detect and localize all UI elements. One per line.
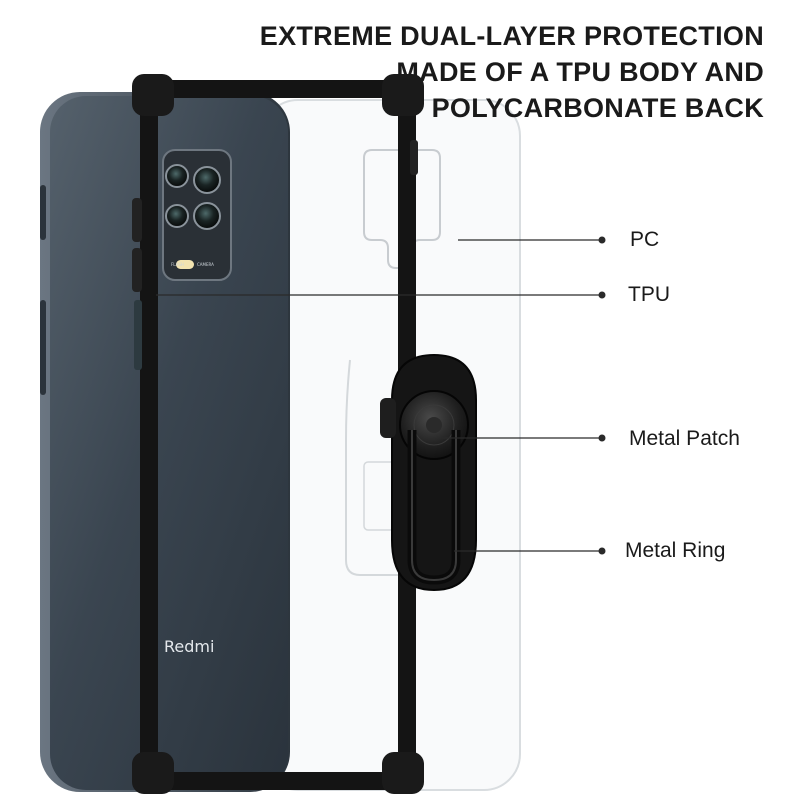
phone-brand-logo: Redmi	[164, 637, 214, 656]
flash-label: FLASH	[171, 262, 184, 267]
callout-label-tpu: TPU	[628, 283, 670, 306]
tpu-bumper-frame	[132, 74, 424, 794]
headline-line-3: POLYCARBONATE BACK	[431, 93, 764, 123]
callout-label-pc: PC	[630, 228, 660, 251]
callout-dot-icon	[598, 291, 606, 299]
callout-label-metal-patch: Metal Patch	[629, 427, 740, 450]
callout-dot-icon	[598, 236, 606, 244]
camera-label: CAMERA	[197, 262, 214, 267]
headline-line-1: EXTREME DUAL-LAYER PROTECTION	[259, 21, 764, 51]
flash-icon	[176, 260, 194, 269]
callout-lines	[156, 236, 606, 555]
camera-lens-icon	[193, 202, 221, 230]
callout-dot-icon	[598, 547, 606, 555]
ring-holder	[380, 353, 477, 592]
headline-line-2: MADE OF A TPU BODY AND	[396, 57, 764, 87]
camera-lens-icon	[193, 166, 221, 194]
callout-dot-icon	[598, 434, 606, 442]
camera-module: FLASH CAMERA	[162, 149, 232, 281]
camera-lens-icon	[165, 164, 189, 188]
camera-lens-icon	[165, 204, 189, 228]
headline: EXTREME DUAL-LAYER PROTECTION MADE OF A …	[260, 18, 764, 126]
callout-label-metal-ring: Metal Ring	[625, 539, 726, 562]
